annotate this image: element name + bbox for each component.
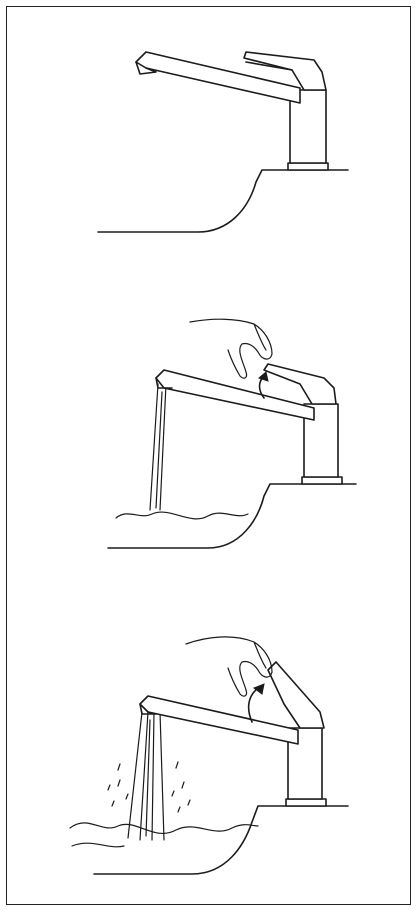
faucet-base [288,163,328,170]
panel-1-faucet-closed [98,52,348,232]
faucet-base [286,799,326,806]
basin-outline [98,170,348,232]
lift-arrow [249,688,258,722]
faucet-spout [140,696,298,744]
lift-arrow-head [254,684,264,694]
splash-drops [108,762,190,812]
water-surface [116,512,248,519]
water-surface-lower [72,843,124,847]
water-stream [150,384,166,510]
hand-outline [190,319,272,378]
panel-3-faucet-open [70,637,348,874]
water-stream [128,712,164,840]
faucet-lever [268,662,324,728]
basin-outline [94,806,348,874]
panel-2-faucet-opening [108,319,356,548]
faucet-base [302,477,342,484]
